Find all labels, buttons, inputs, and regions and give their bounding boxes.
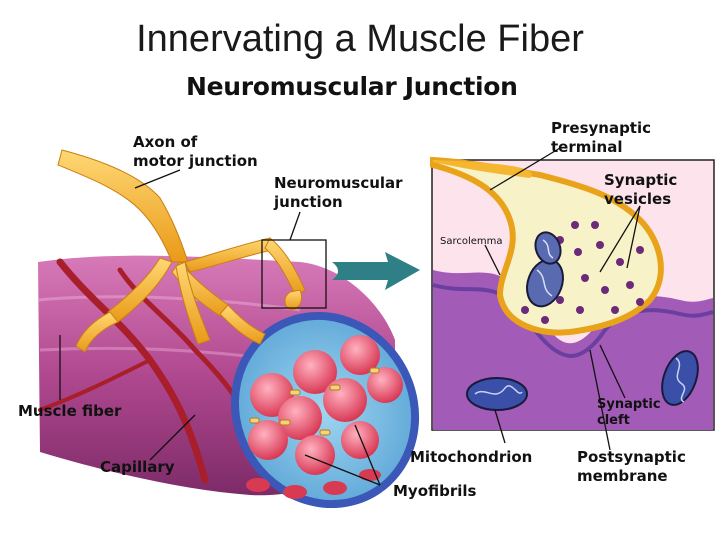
- sarcolemma-label: Sarcolemma: [440, 236, 503, 247]
- muscle-fiber-label: Muscle fiber: [18, 402, 122, 420]
- motor-axon-illustration: [57, 149, 306, 353]
- nmj-label-line1: Neuromuscular: [274, 174, 403, 192]
- fiber-cross-section: [230, 311, 420, 509]
- myofibrils-label: Myofibrils: [393, 482, 477, 500]
- presynaptic-label-line1: Presynaptic: [551, 119, 651, 137]
- vesicles-label-line1: Synaptic: [604, 171, 677, 189]
- mitochondrion-label: Mitochondrion: [410, 448, 532, 466]
- postsynaptic-label-line2: membrane: [577, 467, 668, 485]
- presynaptic-label-line2: terminal: [551, 138, 622, 156]
- cleft-label-line1: Synaptic: [597, 397, 661, 412]
- cleft-label-line2: cleft: [597, 413, 630, 428]
- postsynaptic-label-line1: Postsynaptic: [577, 448, 686, 466]
- slide-title: Innervating a Muscle Fiber: [136, 18, 584, 60]
- diagram-title: Neuromuscular Junction: [186, 72, 518, 101]
- capillary-label: Capillary: [100, 458, 175, 476]
- vesicles-label-line2: vesicles: [604, 190, 671, 208]
- leader-lines: [59, 147, 641, 486]
- axon-label-line1: Axon of: [133, 133, 198, 151]
- axon-label-line2: motor junction: [133, 152, 258, 170]
- junction-highlight-box: [261, 239, 327, 309]
- nmj-label-line2: junction: [273, 193, 343, 211]
- zoom-arrow: [332, 252, 420, 290]
- junction-inset: [430, 156, 715, 431]
